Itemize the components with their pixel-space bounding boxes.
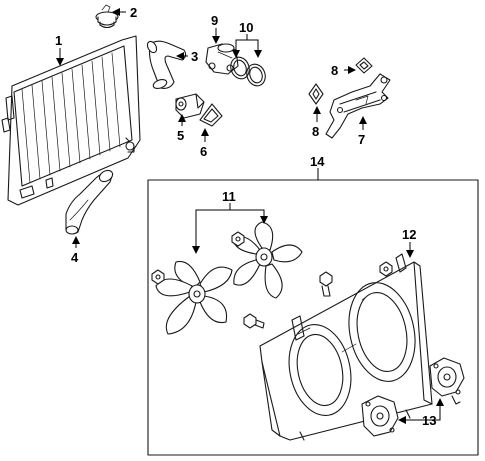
bolt-shroud-center: [319, 271, 333, 297]
callout-3: 3: [191, 49, 198, 64]
bolt-shroud-left: [243, 313, 265, 329]
upper-hose: [146, 40, 187, 90]
o-rings: [230, 56, 266, 87]
thermostat: [175, 93, 205, 119]
nut-shroud-right: [379, 261, 393, 277]
callout-13: 13: [422, 413, 436, 428]
fan-motor-left: [361, 395, 399, 437]
water-pipe-bracket: [325, 73, 391, 139]
gasket-small-lower: [308, 83, 324, 105]
lower-hose: [65, 169, 114, 235]
callout-4: 4: [71, 250, 79, 265]
callout-6: 6: [200, 144, 207, 159]
callout-11: 11: [222, 189, 236, 204]
fan-motor-right: [429, 357, 465, 405]
water-outlet: [205, 43, 239, 75]
cooling-fan-left: [155, 260, 233, 335]
callout-8-lower: 8: [312, 124, 319, 139]
callout-labels: 1 2 3 4 5 6 7 8 8 9 10 11 12 13 14: [55, 5, 436, 428]
fan-shroud: [259, 253, 433, 441]
nut-fan-left: [151, 269, 165, 285]
fan-assembly-box: [147, 179, 479, 456]
callout-7: 7: [358, 132, 365, 147]
callout-10: 10: [239, 20, 253, 35]
callout-14: 14: [310, 154, 325, 169]
callout-1: 1: [55, 33, 62, 48]
callout-2: 2: [130, 5, 137, 20]
thermostat-gasket: [199, 103, 223, 127]
callout-9: 9: [211, 13, 218, 28]
cooling-fan-right: [233, 221, 303, 299]
radiator: [1, 35, 141, 206]
callout-12: 12: [402, 227, 416, 242]
radiator-cap: [95, 4, 119, 29]
gasket-small-upper: [355, 57, 373, 74]
callout-8-upper: 8: [331, 63, 338, 78]
callout-5: 5: [177, 128, 184, 143]
nut-fan-upper: [231, 231, 245, 247]
leader-lines: [56, 8, 444, 424]
